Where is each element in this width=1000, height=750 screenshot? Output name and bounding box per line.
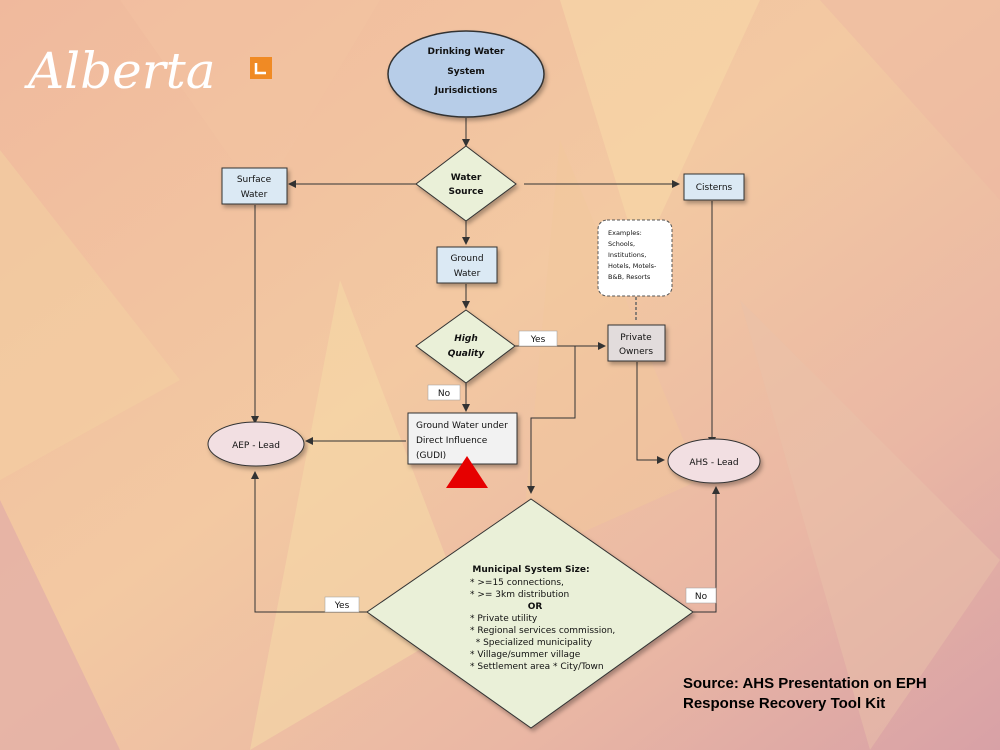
svg-text:* >=15 connections,: * >=15 connections,	[470, 578, 564, 588]
svg-text:System: System	[447, 67, 485, 77]
svg-text:* Settlement area * City/Town: * Settlement area * City/Town	[470, 662, 604, 672]
svg-text:* Village/summer village: * Village/summer village	[470, 650, 581, 660]
svg-text:Examples:: Examples:	[608, 229, 642, 237]
gudi-node: Ground Water under Direct Influence (GUD…	[407, 412, 518, 465]
no-label-mid: No	[427, 384, 461, 401]
svg-text:Response Recovery Tool Kit: Response Recovery Tool Kit	[683, 695, 885, 712]
svg-text:No: No	[695, 592, 708, 602]
surface-water-node: Surface Water	[221, 167, 288, 205]
svg-text:Yes: Yes	[530, 335, 546, 345]
source-caption: Source: AHS Presentation on EPH Response…	[683, 675, 927, 712]
svg-text:Surface: Surface	[237, 175, 272, 185]
svg-text:AEP - Lead: AEP - Lead	[232, 441, 280, 451]
svg-text:(GUDI): (GUDI)	[416, 451, 446, 461]
svg-text:No: No	[438, 389, 451, 399]
svg-text:Cisterns: Cisterns	[696, 183, 733, 193]
drinking-water-node: Drinking Water System Jurisdictions	[387, 30, 545, 118]
svg-text:Owners: Owners	[619, 347, 653, 357]
alberta-logo: Alberta	[24, 42, 272, 100]
svg-text:Yes: Yes	[334, 601, 350, 611]
warning-triangle-icon	[446, 456, 488, 488]
svg-text:Ground: Ground	[450, 254, 483, 264]
ahs-lead-node: AHS - Lead	[667, 438, 761, 484]
svg-text:* Regional services commission: * Regional services commission,	[470, 626, 615, 636]
svg-text:OR: OR	[528, 602, 543, 612]
yes-label-bottom: Yes	[324, 596, 360, 613]
svg-text:Alberta: Alberta	[24, 42, 216, 100]
cisterns-node: Cisterns	[683, 173, 745, 201]
svg-text:Quality: Quality	[448, 349, 486, 359]
svg-text:Water: Water	[451, 173, 482, 183]
private-owners-node: Private Owners	[607, 324, 666, 362]
examples-callout: Examples: Schools, Institutions, Hotels,…	[597, 219, 673, 297]
svg-text:B&B, Resorts: B&B, Resorts	[608, 273, 651, 281]
svg-text:Private: Private	[620, 333, 652, 343]
svg-text:Institutions,: Institutions,	[608, 251, 646, 259]
aep-lead-node: AEP - Lead	[207, 421, 305, 467]
high-quality-node: High Quality	[415, 309, 516, 384]
svg-text:Drinking Water: Drinking Water	[428, 47, 506, 57]
svg-text:* Private utility: * Private utility	[470, 614, 538, 624]
water-source-node: Water Source	[415, 145, 517, 222]
svg-text:Jurisdictions: Jurisdictions	[434, 86, 498, 96]
ground-water-node: Ground Water	[436, 246, 498, 284]
svg-text:Source: Source	[449, 187, 484, 197]
svg-text:Direct Influence: Direct Influence	[416, 436, 488, 446]
yes-label-top: Yes	[518, 330, 558, 347]
svg-text:Water: Water	[241, 190, 268, 200]
svg-text:* >= 3km distribution: * >= 3km distribution	[470, 590, 569, 600]
svg-text:Source: AHS Presentation on E: Source: AHS Presentation on EPH	[683, 675, 927, 692]
svg-text:AHS - Lead: AHS - Lead	[689, 458, 738, 468]
svg-text:High: High	[454, 334, 477, 344]
svg-text:Schools,: Schools,	[608, 240, 635, 248]
svg-text:Ground Water under: Ground Water under	[416, 421, 508, 431]
svg-text:Hotels, Motels-: Hotels, Motels-	[608, 262, 657, 270]
municipal-system-node: Municipal System Size: * >=15 connection…	[366, 498, 694, 729]
no-label-bottom: No	[685, 587, 717, 604]
svg-text:Water: Water	[454, 269, 481, 279]
svg-text:Municipal System Size:: Municipal System Size:	[472, 565, 589, 575]
svg-text:* Specialized municipality: * Specialized municipality	[470, 638, 593, 648]
